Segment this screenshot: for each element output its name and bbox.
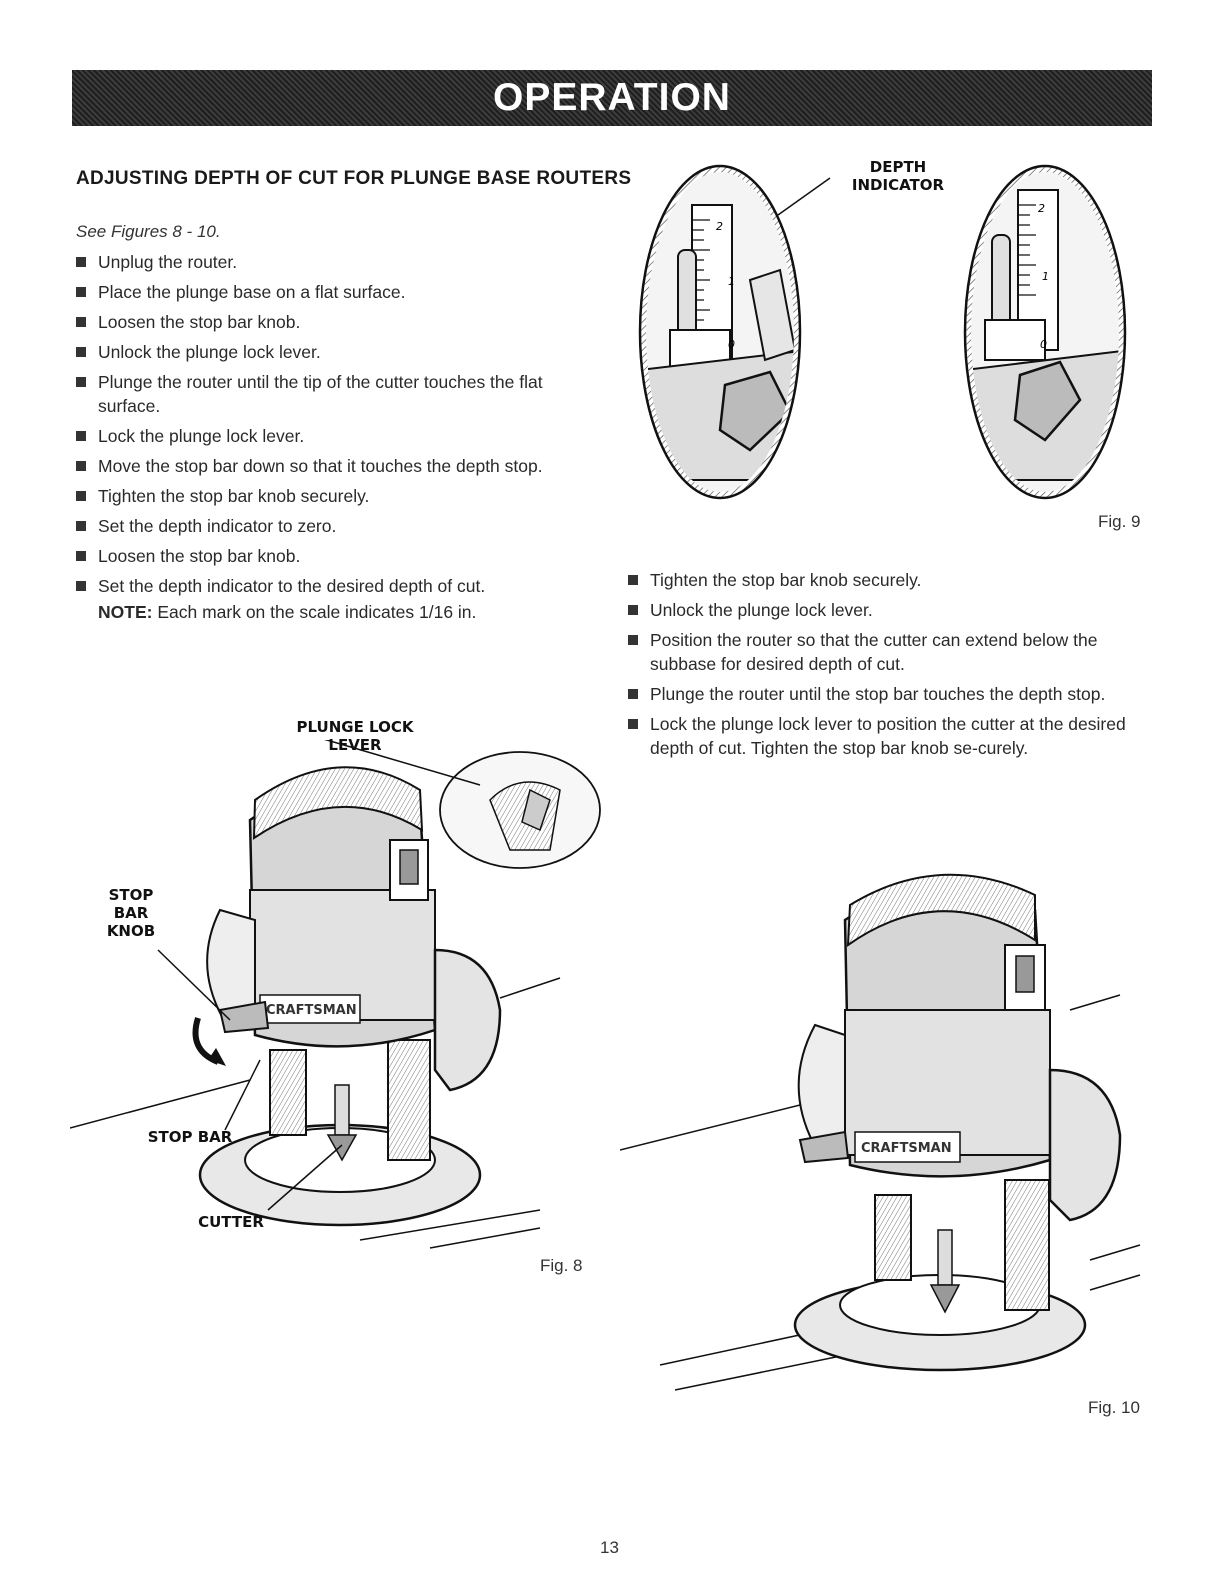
list-item: Unlock the plunge lock lever. <box>628 598 1143 622</box>
scale-mark-2-right: 2 <box>1038 202 1045 215</box>
cutter-callout: CUTTER <box>198 1213 264 1231</box>
fig10-router-illustration: CRAFTSMAN <box>620 873 1141 1391</box>
scale-mark-1-right: 1 <box>1042 270 1049 283</box>
bullet-icon <box>628 689 638 699</box>
bullet-icon <box>76 257 86 267</box>
bullet-icon <box>628 635 638 645</box>
bullet-icon <box>76 347 86 357</box>
section-banner: OPERATION <box>72 70 1152 126</box>
list-item: Lock the plunge lock lever to position t… <box>628 712 1143 760</box>
fig8-router-illustration: CRAFTSMAN <box>70 740 601 1249</box>
right-steps-list: Tighten the stop bar knob securely. Unlo… <box>628 568 1143 766</box>
bullet-icon <box>76 461 86 471</box>
bullet-icon <box>628 575 638 585</box>
list-item: Plunge the router until the stop bar tou… <box>628 682 1143 706</box>
list-item: Tighten the stop bar knob securely. <box>76 484 596 508</box>
scale-mark-2: 2 <box>716 220 723 233</box>
bullet-icon <box>76 287 86 297</box>
fig9-label: Fig. 9 <box>1098 512 1141 531</box>
banner-title: OPERATION <box>493 76 731 119</box>
note-label: NOTE: <box>98 602 153 622</box>
stop-bar-knob-callout: STOP BAR KNOB <box>106 886 156 940</box>
list-item: Lock the plunge lock lever. <box>76 424 596 448</box>
bullet-icon <box>76 491 86 501</box>
fig9-depth-indicator-illustration: 2 1 0 2 1 0 <box>638 164 1127 500</box>
see-figures-note: See Figures 8 - 10. <box>76 222 221 241</box>
brand-label-fig10: CRAFTSMAN <box>861 1141 952 1156</box>
list-item: Unplug the router. <box>76 250 596 274</box>
fig10-label: Fig. 10 <box>1088 1398 1140 1417</box>
scale-mark-1: 1 <box>728 275 735 288</box>
bullet-icon <box>76 431 86 441</box>
depth-indicator-callout: DEPTH INDICATOR <box>851 158 945 194</box>
list-item: Loosen the stop bar knob. <box>76 544 596 568</box>
scale-mark-0: 0 <box>728 338 735 351</box>
brand-label-fig8: CRAFTSMAN <box>266 1003 357 1018</box>
stop-bar-callout: STOP BAR <box>147 1128 233 1146</box>
scale-note: NOTE: Each mark on the scale indicates 1… <box>98 600 596 624</box>
list-item: Move the stop bar down so that it touche… <box>76 454 596 478</box>
list-item: Position the router so that the cutter c… <box>628 628 1143 676</box>
list-item: Tighten the stop bar knob securely. <box>628 568 1143 592</box>
list-item: Place the plunge base on a flat surface. <box>76 280 596 304</box>
bullet-icon <box>628 719 638 729</box>
list-item: Loosen the stop bar knob. <box>76 310 596 334</box>
left-steps-list: Unplug the router. Place the plunge base… <box>76 250 596 630</box>
fig8-label: Fig. 8 <box>540 1256 583 1275</box>
bullet-icon <box>76 551 86 561</box>
list-item: Unlock the plunge lock lever. <box>76 340 596 364</box>
plunge-lock-lever-callout: PLUNGE LOCK LEVER <box>296 718 414 754</box>
bullet-icon <box>628 605 638 615</box>
section-heading: ADJUSTING DEPTH OF CUT FOR PLUNGE BASE R… <box>76 168 632 189</box>
bullet-icon <box>76 521 86 531</box>
list-item: Set the depth indicator to the desired d… <box>76 574 596 624</box>
scale-mark-0-right: 0 <box>1040 338 1047 351</box>
note-text: Each mark on the scale indicates 1/16 in… <box>157 602 477 622</box>
bullet-icon <box>76 377 86 387</box>
bullet-icon <box>76 581 86 591</box>
page-number: 13 <box>600 1538 619 1557</box>
list-item: Plunge the router until the tip of the c… <box>76 370 596 418</box>
bullet-icon <box>76 317 86 327</box>
list-item: Set the depth indicator to zero. <box>76 514 596 538</box>
